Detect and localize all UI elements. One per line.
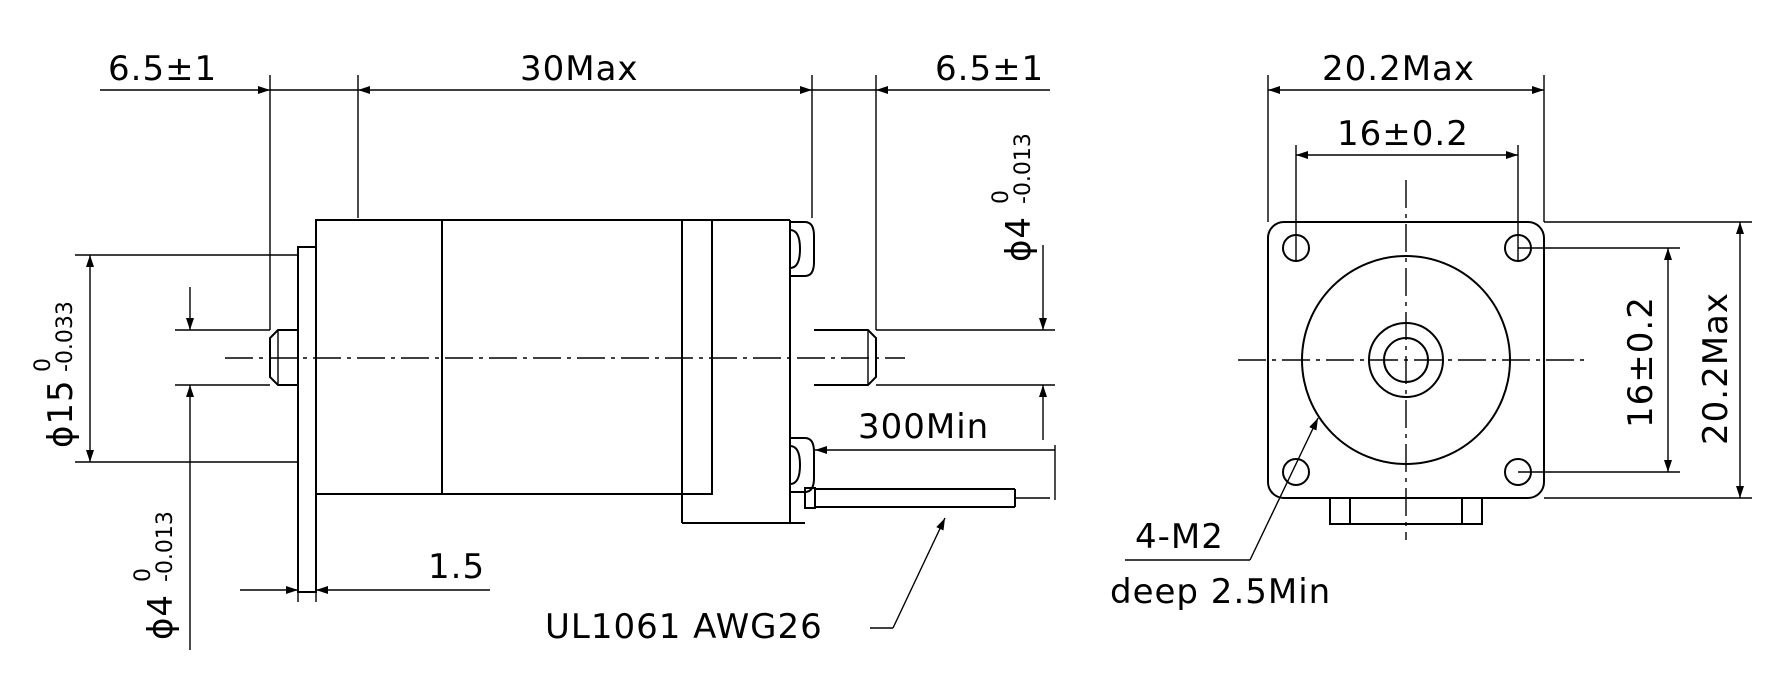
dim-left-shaft-diameter: ϕ4 0 -0.013 [131,287,194,650]
hole-spacing-v-label: 16±0.2 [1621,296,1661,428]
motor-body [315,219,805,524]
left-shaft-length-label: 6.5±1 [108,49,217,89]
pilot-diameter-main: ϕ15 [41,379,81,448]
side-horizontal-extensions [75,254,1055,463]
dim-flange-thickness: 1.5 [240,547,490,594]
dim-front-height: 20.2Max [1696,222,1744,498]
front-view: 20.2Max 16±0.2 16±0.2 20.2Max 4-M2 deep [1110,49,1752,612]
pilot-diameter-upper-tol: 0 [31,358,56,372]
end-cap-screw-top [789,221,815,277]
right-shaft-diameter-upper-tol: 0 [989,190,1014,204]
hole-spacing-h-label: 16±0.2 [1337,114,1469,154]
thread-depth-label: deep 2.5Min [1110,572,1331,612]
right-shaft-length-label: 6.5±1 [935,49,1044,89]
dim-body-length: 30Max [358,49,812,94]
right-shaft-diameter-main: ϕ4 [999,216,1039,262]
pilot-diameter-lower-tol: -0.033 [53,301,78,372]
wire-spec-callout: UL1061 AWG26 [545,517,946,647]
lead-wire [804,487,1050,509]
dim-right-shaft-length: 6.5±1 [812,49,1050,94]
right-shaft-diameter-lower-tol: -0.013 [1011,133,1036,204]
dim-front-width: 20.2Max [1268,49,1544,94]
mounting-hole-bl [1282,458,1310,486]
left-shaft-diameter-main: ϕ4 [141,594,181,640]
dim-pilot-diameter: ϕ15 0 -0.033 [31,255,94,462]
flange-thickness-label: 1.5 [428,547,485,587]
thread-callout: 4-M2 deep 2.5Min [1110,417,1331,612]
mounting-flange [297,246,317,593]
left-shaft-diameter-upper-tol: 0 [131,568,156,582]
wire-spec-label: UL1061 AWG26 [545,607,823,647]
dim-lead-wire-length: 300Min [815,407,1056,500]
dim-hole-spacing-h: 16±0.2 [1296,114,1518,159]
body-length-label: 30Max [520,49,639,89]
lead-wire-length-label: 300Min [858,407,989,447]
end-cap-screw-bottom [789,437,815,493]
left-shaft-diameter-lower-tol: -0.013 [153,511,178,582]
dim-hole-spacing-v: 16±0.2 [1621,248,1672,472]
dim-right-shaft-diameter: ϕ4 0 -0.013 [989,133,1047,440]
side-view: 6.5±1 30Max 6.5±1 ϕ4 0 -0.013 3 [31,49,1056,650]
dim-left-shaft-length: 6.5±1 [100,49,358,94]
front-height-label: 20.2Max [1696,292,1736,445]
front-width-label: 20.2Max [1322,49,1475,89]
thread-callout-label: 4-M2 [1135,517,1224,557]
front-extension-lines [1267,75,1752,499]
side-extension-lines [269,75,877,602]
